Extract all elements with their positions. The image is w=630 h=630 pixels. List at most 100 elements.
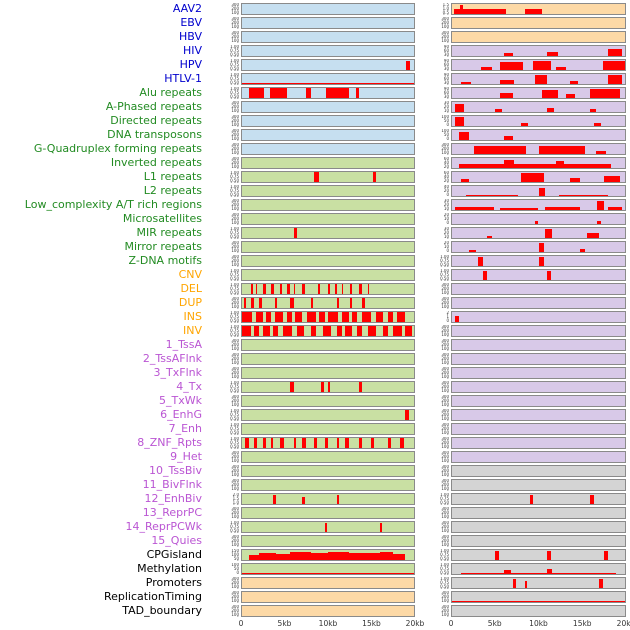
y-tick-label: 300 xyxy=(441,339,449,343)
y-tick-label: 0.75 xyxy=(440,272,449,277)
data-bar xyxy=(541,89,558,98)
track-row: 11_BivFlnk30020010003002001000 xyxy=(0,478,630,492)
data-bar xyxy=(524,8,542,14)
data-bar xyxy=(465,194,518,196)
right-y-axis: 1.51.00.50.0 xyxy=(415,3,451,15)
y-tick-label: 300 xyxy=(231,451,239,455)
data-bar xyxy=(248,554,260,560)
left-track-panel xyxy=(241,227,415,239)
y-tick-label: 90 xyxy=(443,59,449,63)
left-y-axis: 1.000.750.500.250.00 xyxy=(205,325,241,337)
right-y-axis: 6040200 xyxy=(415,157,451,169)
y-tick-label: 1.00 xyxy=(440,255,449,259)
y-tick-label: 300 xyxy=(441,381,449,385)
data-bar xyxy=(274,312,284,322)
y-tick-label: 100 xyxy=(441,472,449,477)
data-bar xyxy=(341,312,349,322)
row-label: INV xyxy=(183,324,202,337)
data-bar xyxy=(503,160,515,168)
track-row: EBV30020010003002001000 xyxy=(0,16,630,30)
data-bar xyxy=(580,249,586,252)
y-tick-label: 200 xyxy=(441,34,449,39)
y-tick-label: 200 xyxy=(441,328,449,333)
left-track-panel xyxy=(241,129,415,141)
y-tick-label: 30 xyxy=(443,101,449,105)
y-tick-label: 200 xyxy=(231,6,239,11)
y-tick-label: 100 xyxy=(231,248,239,253)
track-row: 13_ReprPC30020010003002001000 xyxy=(0,506,630,520)
data-bar xyxy=(371,438,375,448)
left-y-axis: 1.000.750.500.250.00 xyxy=(205,409,241,421)
data-bar xyxy=(276,553,291,560)
y-tick-label: 0.75 xyxy=(230,230,239,235)
y-tick-label: 300 xyxy=(441,395,449,399)
y-tick-label: 200 xyxy=(441,384,449,389)
track-row: CPGisland1501005001.000.750.500.250.00 xyxy=(0,548,630,562)
data-bar xyxy=(460,81,472,84)
left-track-panel xyxy=(241,115,415,127)
y-tick-label: 300 xyxy=(231,115,239,119)
track-row: Promoters30020010001.000.750.500.250.00 xyxy=(0,576,630,590)
y-tick-label: 1.00 xyxy=(230,311,239,315)
left-track-panel xyxy=(241,437,415,449)
data-bar xyxy=(455,103,465,112)
row-label: Alu repeats xyxy=(139,86,202,99)
y-tick-label: 40 xyxy=(443,185,449,189)
y-tick-label: 0.50 xyxy=(230,332,239,337)
row-label: AAV2 xyxy=(172,2,202,15)
left-track-panel xyxy=(241,311,415,323)
y-tick-label: 100 xyxy=(231,584,239,589)
y-tick-label: 90 xyxy=(443,87,449,91)
right-track-panel xyxy=(451,87,626,99)
data-bar xyxy=(376,312,384,322)
data-bar xyxy=(262,326,270,336)
y-tick-label: 200 xyxy=(441,482,449,487)
y-tick-label: 300 xyxy=(231,17,239,21)
x-tick-label: 0 xyxy=(448,619,454,628)
track-row: 14_ReprPCWk1.000.750.500.250.00300200100… xyxy=(0,520,630,534)
y-tick-label: 0.50 xyxy=(230,444,239,449)
y-tick-label: 300 xyxy=(231,255,239,259)
data-bar xyxy=(538,243,544,252)
track-row: Inverted repeats30020010006040200 xyxy=(0,156,630,170)
y-tick-label: 200 xyxy=(441,468,449,473)
y-tick-label: 20 xyxy=(443,241,449,245)
data-bar xyxy=(538,257,544,266)
right-track-panel xyxy=(451,367,626,379)
y-tick-label: 100 xyxy=(231,552,239,557)
data-bar xyxy=(242,573,414,574)
y-tick-label: 300 xyxy=(231,479,239,483)
y-tick-label: 40 xyxy=(443,174,449,179)
left-track-panel xyxy=(241,269,415,281)
data-bar xyxy=(274,298,277,308)
right-track-panel xyxy=(451,31,626,43)
row-label: 9_Het xyxy=(170,450,202,463)
y-tick-label: 100 xyxy=(231,122,239,127)
right-track-panel xyxy=(451,101,626,113)
y-tick-label: 300 xyxy=(441,591,449,595)
data-bar xyxy=(547,108,555,112)
left-track-panel xyxy=(241,423,415,435)
y-tick-label: 200 xyxy=(231,594,239,599)
y-tick-label: 100 xyxy=(231,402,239,407)
y-tick-label: 200 xyxy=(231,160,239,165)
left-track-panel xyxy=(241,339,415,351)
row-label: 8_ZNF_Rpts xyxy=(137,436,202,449)
y-tick-label: 100 xyxy=(441,430,449,435)
data-bar xyxy=(555,161,565,168)
y-tick-label: 1.00 xyxy=(230,269,239,273)
track-row: DUP30020010003002001000 xyxy=(0,296,630,310)
y-tick-label: 60 xyxy=(443,171,449,175)
row-label: 7_Enh xyxy=(168,422,202,435)
left-track-panel xyxy=(241,395,415,407)
y-tick-label: 10 xyxy=(443,244,449,249)
data-bar xyxy=(545,207,580,210)
